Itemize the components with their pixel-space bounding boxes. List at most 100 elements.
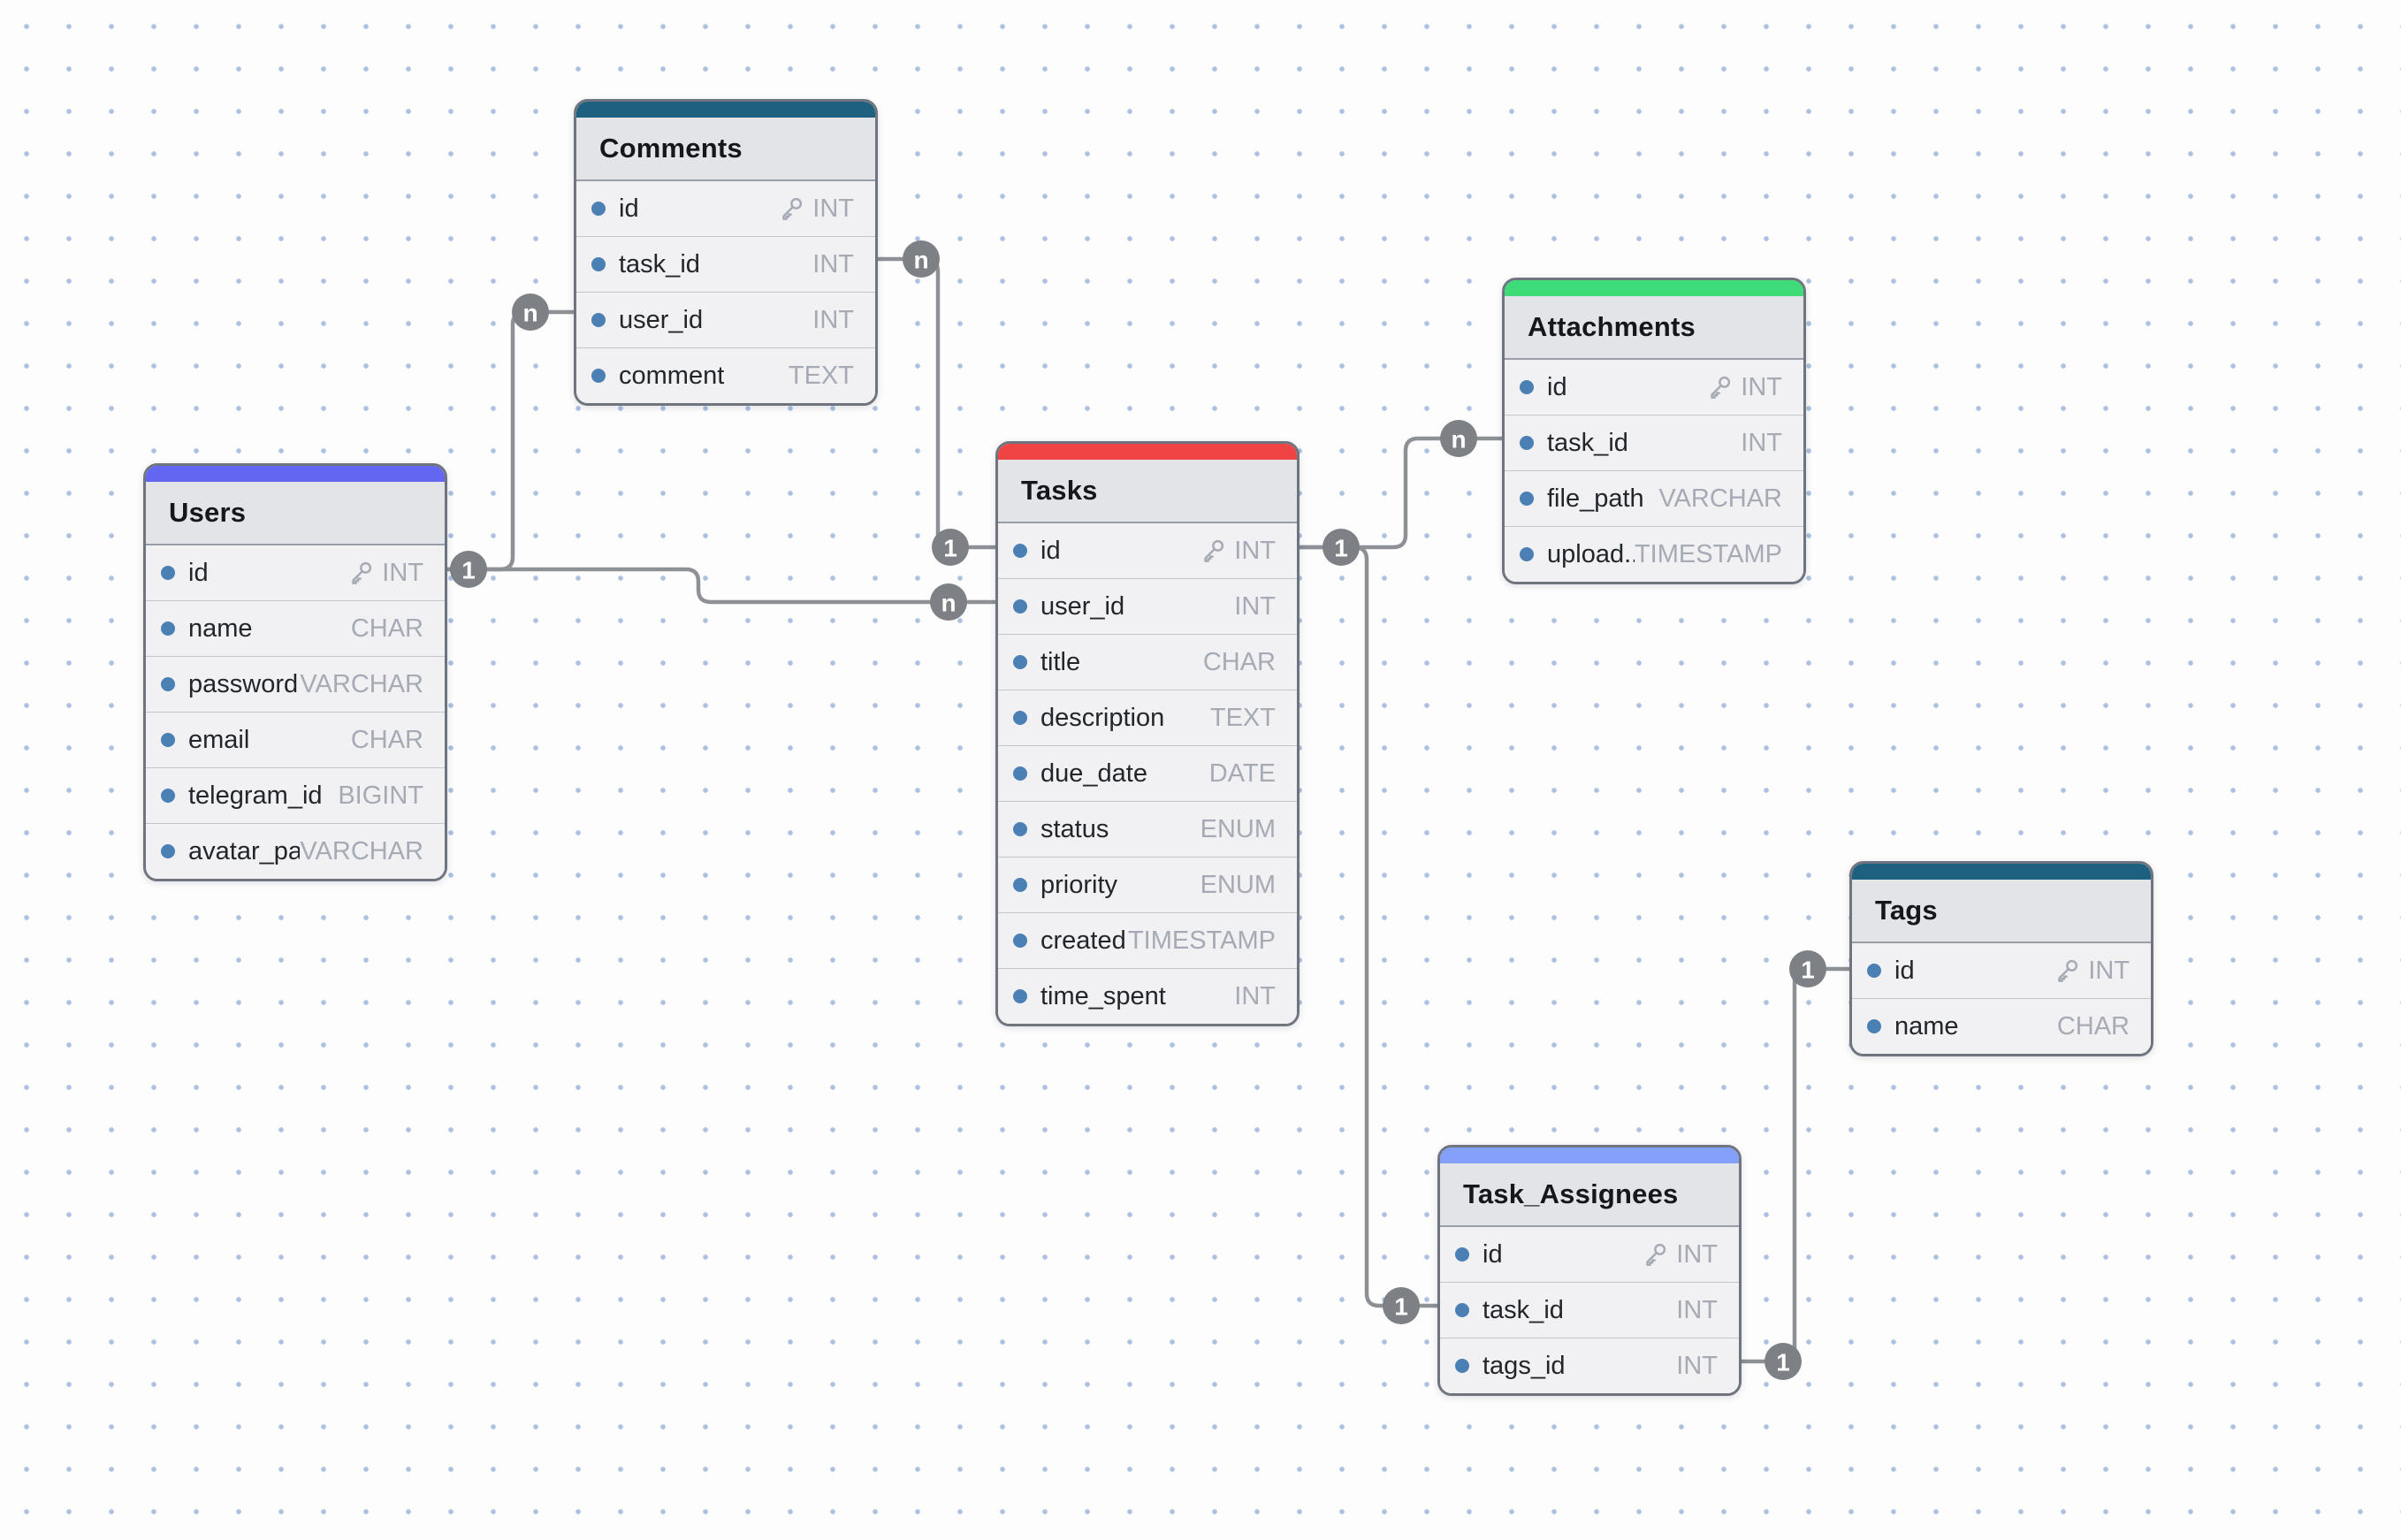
field-type-label: ENUM bbox=[1200, 814, 1276, 843]
cardinality-badge-label: n bbox=[913, 247, 928, 274]
field-type: CHAR bbox=[351, 726, 423, 755]
field-type: TEXT bbox=[1210, 704, 1276, 733]
field-dot-icon bbox=[1520, 436, 1534, 450]
field-dot-icon bbox=[1455, 1303, 1469, 1317]
field-type-label: VARCHAR bbox=[300, 836, 423, 865]
field-name: task_id bbox=[1483, 1295, 1564, 1324]
field-type: INT bbox=[1706, 373, 1782, 402]
primary-key-icon bbox=[347, 560, 374, 586]
table-title[interactable]: Attachments bbox=[1505, 296, 1803, 360]
field-row-users[interactable]: email CHAR bbox=[146, 713, 445, 768]
cardinality-badge-circle bbox=[903, 240, 940, 278]
field-name: id bbox=[188, 558, 209, 587]
table-title[interactable]: Users bbox=[146, 482, 445, 545]
field-type-label: CHAR bbox=[1202, 647, 1276, 676]
cardinality-badge-circle bbox=[512, 294, 549, 331]
field-name: id bbox=[619, 194, 639, 223]
table-title[interactable]: Comments bbox=[576, 118, 875, 181]
field-name: priority bbox=[1040, 870, 1118, 899]
table-title-label: Tasks bbox=[1021, 475, 1098, 506]
field-dot-icon bbox=[1013, 878, 1027, 892]
field-dot-icon bbox=[1520, 547, 1534, 561]
field-row-users[interactable]: avatar_pa...VARCHAR bbox=[146, 824, 445, 879]
field-name: file_path bbox=[1547, 484, 1644, 513]
table-title[interactable]: Task_Assignees bbox=[1440, 1163, 1739, 1227]
field-type-label: VARCHAR bbox=[300, 669, 423, 698]
table-color-strip bbox=[1852, 864, 2151, 880]
field-type-label: ENUM bbox=[1200, 870, 1276, 899]
field-dot-icon bbox=[591, 313, 606, 327]
table-title-label: Task_Assignees bbox=[1463, 1178, 1679, 1209]
cardinality-badge: n bbox=[512, 294, 549, 331]
primary-key-icon bbox=[1706, 374, 1733, 400]
field-type: INT bbox=[1234, 982, 1276, 1011]
table-title[interactable]: Tasks bbox=[998, 460, 1297, 523]
field-type: INT bbox=[1676, 1352, 1718, 1381]
relationship-line-comments-task_id-to-tasks-id[interactable] bbox=[874, 256, 998, 550]
relationship-line-users-id-to-comments-user_id[interactable] bbox=[444, 309, 576, 572]
field-type-label: INT bbox=[2088, 956, 2130, 985]
field-type: INT bbox=[1200, 537, 1276, 566]
field-row-tasks[interactable]: created...TIMESTAMP bbox=[998, 913, 1297, 969]
table-title[interactable]: Tags bbox=[1852, 880, 2151, 943]
field-type-label: BIGINT bbox=[338, 781, 423, 810]
relationship-line-tasks-id-to-task_assignees-task_id[interactable] bbox=[1295, 545, 1440, 1308]
field-type-label: VARCHAR bbox=[1658, 484, 1782, 513]
relationship-line-users-id-to-tasks-user_id[interactable] bbox=[444, 567, 998, 605]
field-name: task_id bbox=[619, 249, 700, 278]
field-dot-icon bbox=[1867, 1019, 1881, 1033]
field-dot-icon bbox=[591, 257, 606, 271]
field-type: TEXT bbox=[789, 362, 854, 391]
cardinality-badge-label: 1 bbox=[1801, 957, 1815, 984]
cardinality-badge-label: 1 bbox=[943, 535, 957, 562]
field-dot-icon bbox=[591, 369, 606, 383]
field-dot-icon bbox=[161, 621, 175, 636]
relationship-line-task_assignees-tags_id-to-tags-id[interactable] bbox=[1735, 966, 1852, 1364]
field-type-label: TEXT bbox=[788, 361, 854, 390]
field-type: VARCHAR bbox=[300, 837, 423, 866]
field-name: email bbox=[188, 725, 250, 754]
field-dot-icon bbox=[1013, 934, 1027, 948]
relationship-line-tasks-id-to-attachments-task_id[interactable] bbox=[1295, 436, 1505, 550]
table-color-strip bbox=[576, 102, 875, 118]
field-row-attachments[interactable]: upload...TIMESTAMP bbox=[1505, 527, 1803, 582]
field-name: password bbox=[188, 669, 299, 698]
field-type-label: INT bbox=[1676, 1351, 1718, 1380]
field-row-tasks[interactable]: priority ENUM bbox=[998, 858, 1297, 913]
field-type: TIMESTAMP bbox=[1635, 540, 1782, 569]
field-type-label: TIMESTAMP bbox=[1127, 926, 1276, 955]
cardinality-badge: 1 bbox=[450, 551, 487, 588]
cardinality-badge: 1 bbox=[1765, 1343, 1802, 1380]
field-row-attachments[interactable]: file_path VARCHAR bbox=[1505, 471, 1803, 527]
